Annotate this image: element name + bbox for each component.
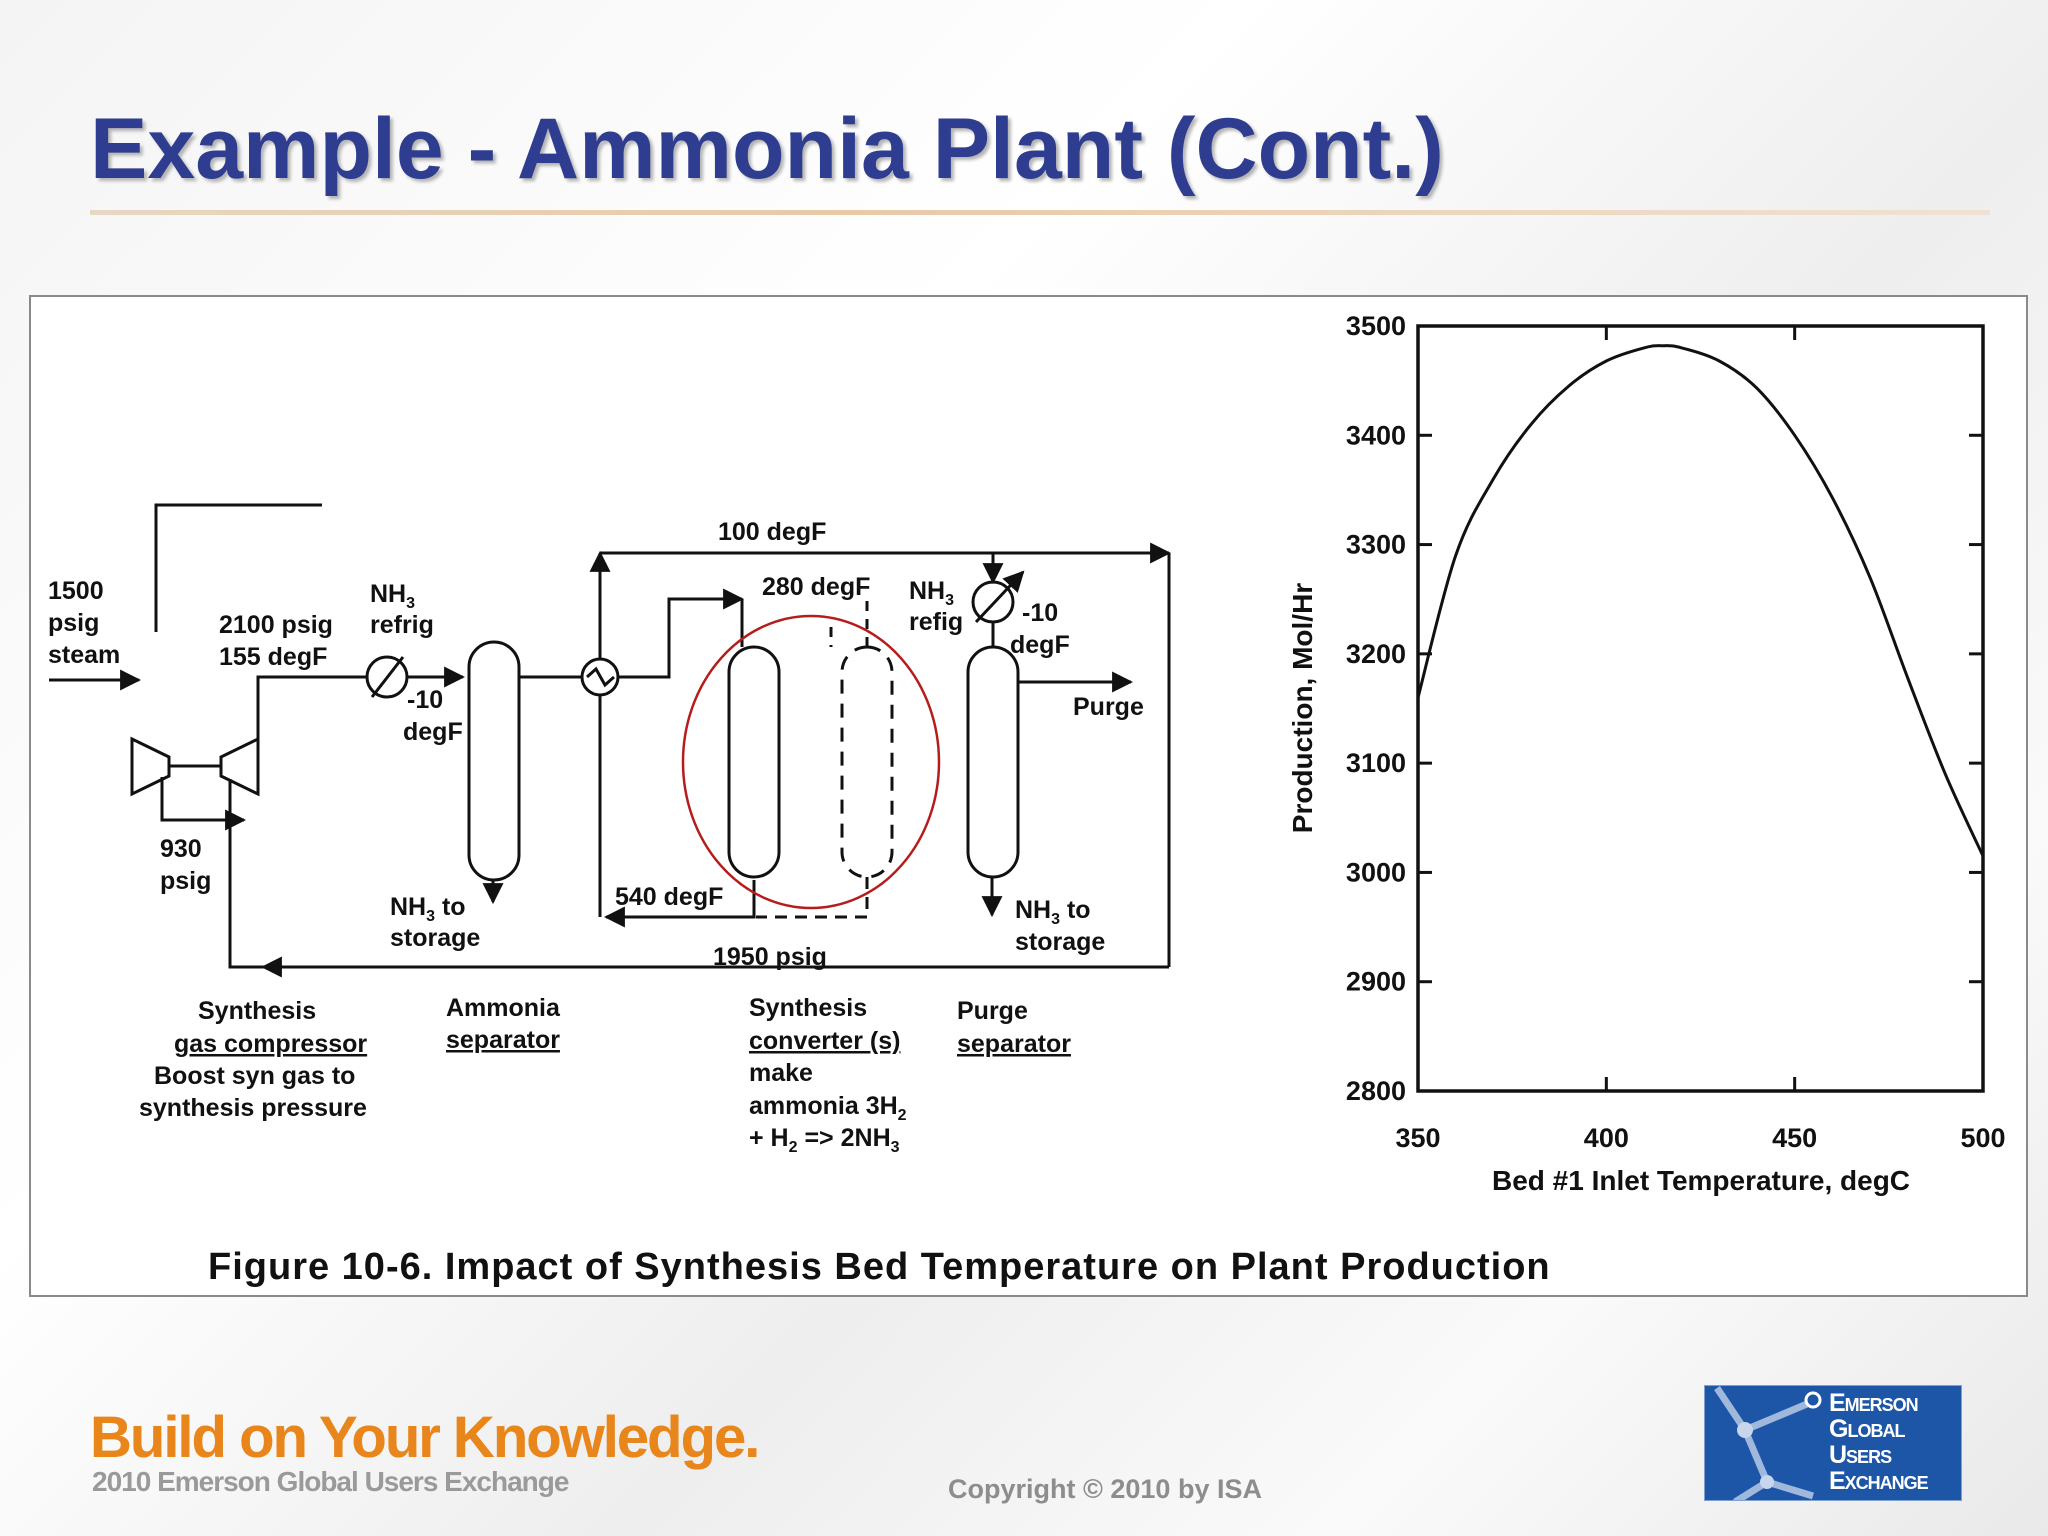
recycle-top-line (154, 503, 322, 632)
label-interstage-2: psig (160, 867, 211, 895)
chart-y-ticks: 2800 2900 3000 3100 3200 3300 3400 3500 (1346, 311, 1983, 1106)
x-tick-label: 350 (1395, 1123, 1440, 1153)
label-refrig2-temp: -10 (1022, 599, 1058, 627)
label-refrig1-temp: -10 (407, 686, 443, 714)
label-storage2-b: storage (1015, 928, 1105, 956)
tagline: Build on Your Knowledge. (90, 1405, 760, 1470)
label-refrig1-nh: NH3 (370, 580, 415, 612)
flow-labels: 1500 psig steam 2100 psig 155 degF NH3 r… (48, 518, 1144, 971)
label-loop-pressure: 1950 psig (713, 943, 827, 971)
logo-line-1: Emerson (1829, 1389, 1919, 1417)
figure-panel: 1500 psig steam 2100 psig 155 degF NH3 r… (29, 295, 2028, 1297)
label-compressor-1: Synthesis (198, 997, 316, 1025)
label-purge-sep-2: separator (957, 1030, 1071, 1058)
label-steam-1: 1500 (48, 577, 104, 605)
label-compressor-4: synthesis pressure (139, 1094, 367, 1122)
syn-gas-compressor (219, 736, 260, 797)
compressor-discharge-line (256, 675, 366, 739)
exchanger-to-converter-line (618, 588, 745, 679)
label-interstage-1: 930 (160, 835, 202, 863)
label-converter-1: Synthesis (749, 994, 867, 1022)
label-purge-sep-1: Purge (957, 997, 1028, 1025)
logo-line-4: Exchange (1829, 1467, 1929, 1495)
label-refrig1-refrig: refrig (370, 611, 434, 639)
label-top-loop-temp: 100 degF (718, 518, 826, 546)
production-curve (1416, 344, 1985, 857)
label-steam-3: steam (48, 641, 120, 669)
label-refrig2-unit: degF (1010, 631, 1070, 659)
label-converter-3: make (749, 1059, 813, 1087)
label-storage2-a: NH3 to (1015, 896, 1091, 928)
steam-turbine (130, 736, 171, 797)
copyright-notice: Copyright © 2010 by ISA (948, 1474, 1262, 1504)
label-converter-4: ammonia 3H2 (749, 1092, 907, 1124)
label-converter-2: converter (s) (749, 1027, 900, 1055)
synthesis-converter-1 (727, 645, 781, 879)
figure-caption: Figure 10-6. Impact of Synthesis Bed Tem… (208, 1246, 1551, 1288)
converter-2-dashed-feed (829, 593, 869, 647)
synthesis-converter-2-dashed (840, 645, 894, 879)
title-divider (90, 210, 1990, 215)
logo-line-3: Users (1829, 1441, 1892, 1469)
y-tick-label: 3200 (1346, 639, 1406, 669)
refrig-cooler-1-slash (370, 656, 405, 698)
label-converter-5: + H2 => 2NH3 (749, 1124, 900, 1156)
process-diagram (49, 503, 1172, 978)
logo-network-icon (1714, 1386, 1822, 1500)
logo-line-2: Global (1829, 1415, 1905, 1443)
x-tick-label: 400 (1584, 1123, 1629, 1153)
y-tick-label: 3300 (1346, 530, 1406, 560)
production-chart: 2800 2900 3000 3100 3200 3300 3400 3500 350 400 4… (1287, 311, 2006, 1196)
chart-x-axis-label: Bed #1 Inlet Temperature, degC (1492, 1165, 1910, 1196)
label-steam-2: psig (48, 609, 99, 637)
slide-title: Example - Ammonia Plant (Cont.) (90, 101, 1444, 197)
emerson-logo: Emerson Global Users Exchange (1704, 1385, 1962, 1501)
y-tick-label: 2800 (1346, 1076, 1406, 1106)
bottom-loop-to-compressor (228, 779, 263, 969)
label-storage1-a: NH3 to (390, 893, 466, 925)
label-compressor-3: Boost syn gas to (154, 1062, 355, 1090)
label-discharge-2: 155 degF (219, 643, 327, 671)
label-separator-2: separator (446, 1026, 560, 1054)
logo-text: Emerson Global Users Exchange (1829, 1389, 1929, 1495)
label-refrig2-nh: NH3 (909, 577, 954, 609)
label-storage1-b: storage (390, 924, 480, 952)
ammonia-separator-vessel (467, 640, 521, 882)
label-purge: Purge (1073, 693, 1144, 721)
label-discharge-1: 2100 psig (219, 611, 333, 639)
chart-y-axis-label: Production, Mol/Hr (1287, 583, 1318, 834)
y-tick-label: 3500 (1346, 311, 1406, 341)
label-compressor-2: gas compressor (174, 1030, 367, 1058)
x-tick-label: 450 (1772, 1123, 1817, 1153)
chart-x-ticks: 350 400 450 500 (1395, 326, 2006, 1153)
figure-svg: 1500 psig steam 2100 psig 155 degF NH3 r… (48, 311, 2006, 1288)
y-tick-label: 2900 (1346, 967, 1406, 997)
exchanger-coil (586, 666, 615, 688)
converter-highlight-circle (681, 614, 941, 910)
interstage-line (160, 777, 247, 831)
label-conv-in-temp: 280 degF (762, 573, 870, 601)
label-conv-out-temp: 540 degF (615, 883, 723, 911)
chart-frame (1416, 324, 1985, 1093)
purge-separator-vessel (966, 645, 1020, 879)
label-separator-1: Ammonia (446, 994, 561, 1022)
converter-2-dashed-return (756, 877, 869, 919)
y-tick-label: 3400 (1346, 420, 1406, 450)
refrig-cooler-2-slash (974, 570, 1025, 624)
label-refrig1-unit: degF (403, 718, 463, 746)
sub-tagline: 2010 Emerson Global Users Exchange (92, 1466, 569, 1497)
x-tick-label: 500 (1960, 1123, 2005, 1153)
equipment-labels: Synthesis gas compressor Boost syn gas t… (139, 994, 1071, 1156)
label-refrig2-refig: refig (909, 608, 963, 636)
y-tick-label: 3000 (1346, 857, 1406, 887)
y-tick-label: 3100 (1346, 748, 1406, 778)
